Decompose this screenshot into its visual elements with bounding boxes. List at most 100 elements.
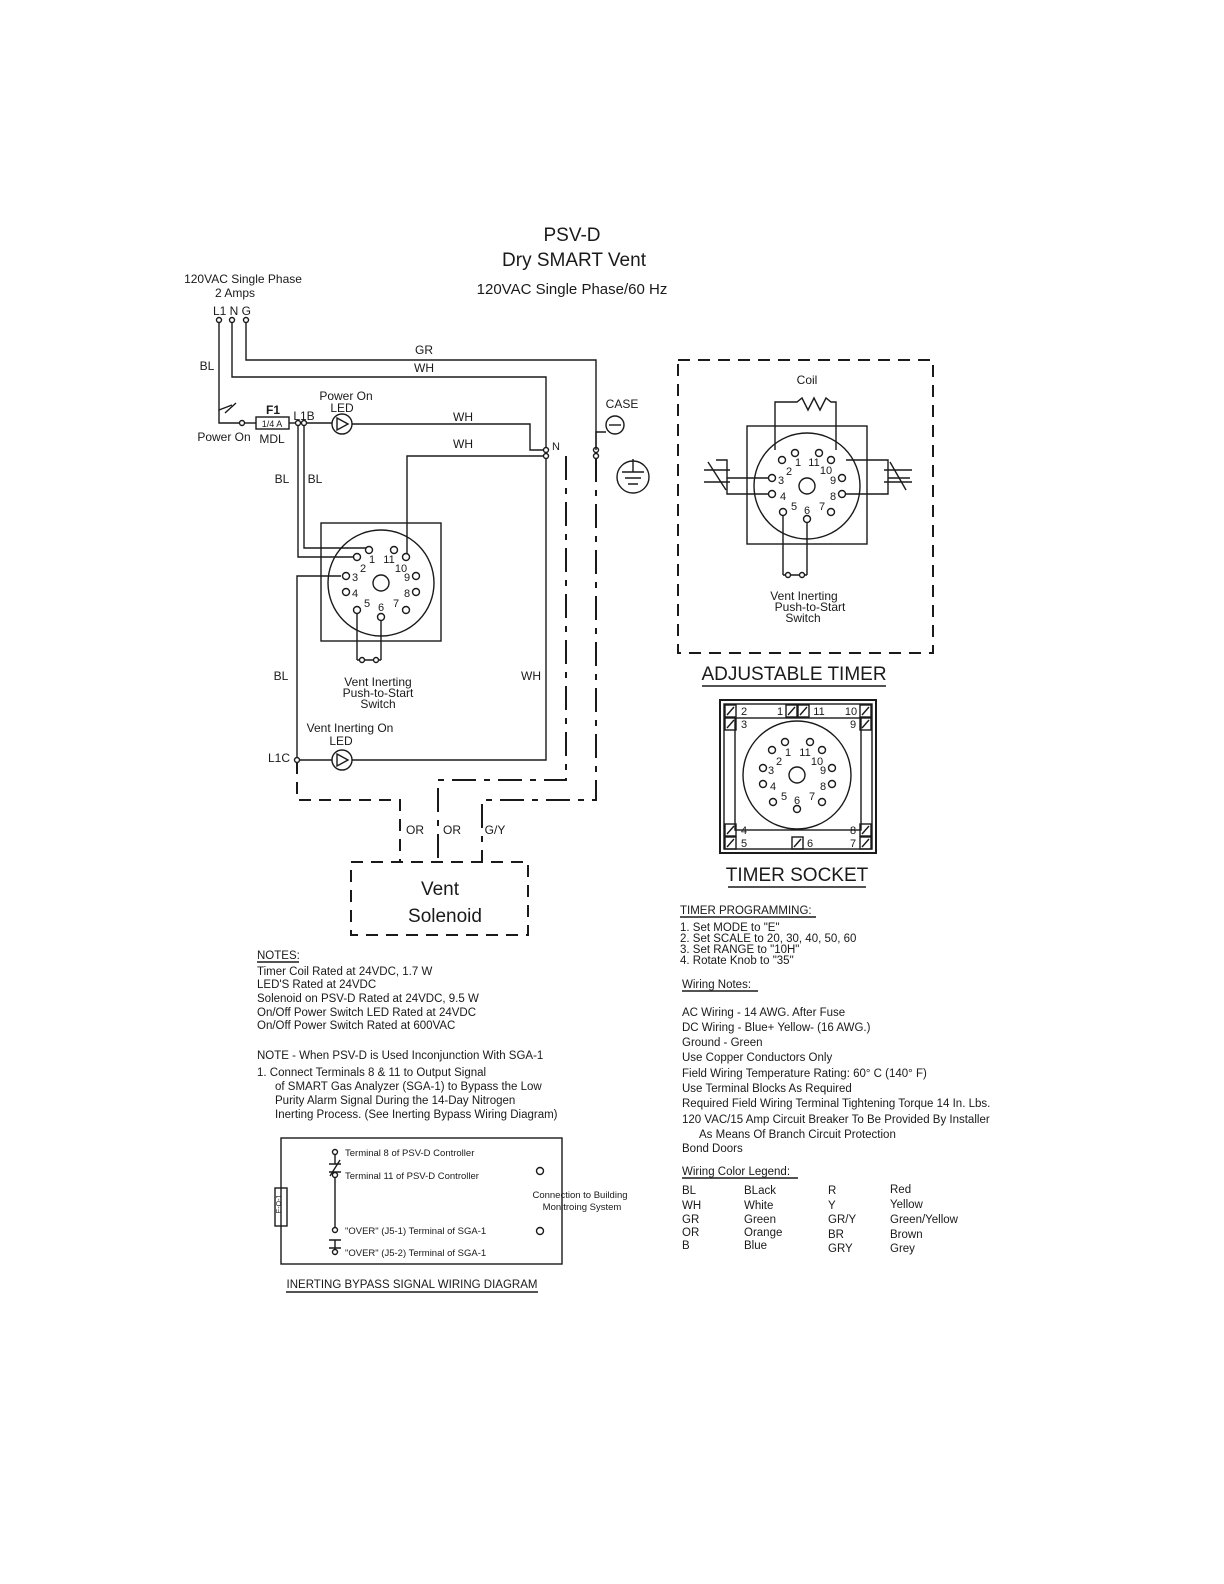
notes-line-5: On/Off Power Switch Rated at 600VAC — [257, 1020, 455, 1032]
supply-terminal-screws — [215, 316, 250, 324]
supply-line2: 2 Amps — [215, 286, 255, 300]
main-timer-t5: 5 — [364, 598, 370, 610]
adj-timer-t5: 5 — [791, 501, 797, 513]
notes: NOTES: Timer Coil Rated at 24VDC, 1.7 W … — [257, 950, 558, 1121]
main-timer-t1: 1 — [369, 554, 375, 566]
socket-label-7: 7 — [850, 838, 856, 850]
adj-timer-t10: 10 — [820, 465, 832, 477]
main-push-switch-label-2: Push-to-Start — [343, 686, 414, 700]
adj-timer-t7: 7 — [819, 501, 825, 513]
case-label: CASE — [606, 397, 639, 411]
supply-line1: 120VAC Single Phase — [184, 272, 302, 286]
legend-code-y: Y — [828, 1200, 836, 1212]
main-timer-t4: 4 — [352, 588, 358, 600]
socket-inner-t1: 1 — [785, 747, 791, 759]
wiring-notes: Wiring Notes: AC Wiring - 14 AWG. After … — [682, 979, 990, 1155]
legend-name-b: Blue — [744, 1240, 767, 1252]
wiring-note-10: Bond Doors — [682, 1143, 743, 1155]
socket-label-11: 11 — [813, 706, 824, 718]
wire-label-gy: G/Y — [485, 823, 506, 837]
timer-socket-heading: TIMER SOCKET — [726, 865, 869, 886]
wire-label-wh-3: WH — [453, 437, 473, 451]
main-push-switch-label-3: Switch — [360, 697, 395, 711]
timer-programming-heading: TIMER PROGRAMMING: — [680, 905, 812, 917]
socket-label-5: 5 — [741, 838, 747, 850]
legend-code-gry: GRY — [828, 1243, 853, 1255]
legend-code-br: BR — [828, 1229, 844, 1241]
legend-code-wh: WH — [682, 1200, 701, 1212]
sga-line-3: Purity Alarm Signal During the 14-Day Ni… — [275, 1095, 515, 1107]
main-timer-t10: 10 — [395, 563, 407, 575]
bypass-connection-1: Connection to Building — [532, 1190, 627, 1201]
sga-line-2: of SMART Gas Analyzer (SGA-1) to Bypass … — [275, 1081, 542, 1093]
socket-label-8: 8 — [850, 825, 856, 837]
timer-socket: 2 1 11 10 3 9 4 8 5 6 7 1 2 3 4 5 6 7 8 … — [719, 699, 877, 854]
notes-line-2: LED'S Rated at 24VDC — [257, 979, 376, 991]
wire-label-or-2: OR — [443, 823, 461, 837]
legend-name-or: Orange — [744, 1227, 782, 1239]
main-timer-t8: 8 — [404, 588, 410, 600]
wiring-note-6: Use Terminal Blocks As Required — [682, 1083, 852, 1095]
l1c-label: L1C — [268, 751, 290, 765]
solenoid-label-1: Vent — [421, 879, 460, 900]
title-line1: PSV-D — [543, 225, 600, 246]
adj-timer-t11: 11 — [808, 457, 819, 469]
legend-code-r: R — [828, 1185, 836, 1197]
timer-step-1: 1. Set MODE to "E" — [680, 922, 780, 934]
legend-code-gr: GR — [682, 1214, 699, 1226]
bypass-caption: INERTING BYPASS SIGNAL WIRING DIAGRAM — [287, 1279, 538, 1291]
legend-code-bl: BL — [682, 1185, 697, 1197]
timer-step-4: 4. Rotate Knob to "35" — [680, 955, 794, 967]
main-timer-t11: 11 — [383, 554, 394, 566]
legend-name-gr: Green — [744, 1214, 776, 1226]
mdl-label: MDL — [259, 432, 285, 446]
main-timer-t6: 6 — [378, 602, 384, 614]
adj-timer-t6: 6 — [804, 505, 810, 517]
inerting-bypass-diagram: E-O-1 Terminal 8 of PSV-D Controller Ter… — [274, 1137, 628, 1265]
socket-label-2: 2 — [741, 706, 747, 718]
socket-inner-t4: 4 — [770, 781, 776, 793]
n-label: N — [552, 441, 560, 453]
adj-timer-t8: 8 — [830, 491, 836, 503]
bypass-connection-2: Monitroing System — [543, 1202, 622, 1213]
main-timer: 1 2 3 4 5 6 7 8 9 10 11 — [320, 522, 442, 664]
notes-line-3: Solenoid on PSV-D Rated at 24VDC, 9.5 W — [257, 993, 479, 1005]
vent-inerting-led-label-2: LED — [329, 734, 353, 748]
adj-timer-t2: 2 — [786, 466, 792, 478]
legend-name-bl: BLack — [744, 1185, 776, 1197]
socket-label-3: 3 — [741, 719, 747, 731]
legend-name-wh: White — [744, 1200, 773, 1212]
bypass-over1: "OVER" (J5-1) Terminal of SGA-1 — [345, 1226, 486, 1237]
wiring-note-4: Use Copper Conductors Only — [682, 1052, 832, 1064]
socket-label-9: 9 — [850, 719, 856, 731]
legend-name-gry-y: Green/Yellow — [890, 1214, 959, 1226]
main-timer-t3: 3 — [352, 572, 358, 584]
adj-timer-t9: 9 — [830, 475, 836, 487]
socket-inner-t3: 3 — [768, 765, 774, 777]
adj-timer-t3: 3 — [778, 475, 784, 487]
legend-code-or: OR — [682, 1227, 699, 1239]
case-ground: CASE — [595, 397, 650, 494]
socket-inner-t11: 11 — [799, 747, 810, 759]
l1b-label: L1B — [293, 409, 314, 423]
adj-push-switch-label-1: Vent Inerting — [770, 589, 837, 603]
wire-label-bl-1: BL — [200, 359, 215, 373]
adjustable-timer-heading: ADJUSTABLE TIMER — [701, 664, 886, 685]
wire-label-bl-4: BL — [274, 669, 289, 683]
adj-push-switch-label-2: Push-to-Start — [775, 600, 846, 614]
notes-line-1: Timer Coil Rated at 24VDC, 1.7 W — [257, 966, 432, 978]
main-timer-t7: 7 — [393, 598, 399, 610]
wiring-note-2: DC Wiring - Blue+ Yellow- (16 AWG.) — [682, 1022, 871, 1034]
socket-inner-t9: 9 — [820, 765, 826, 777]
legend-code-b: B — [682, 1240, 690, 1252]
main-timer-t9: 9 — [404, 572, 410, 584]
fuse-rating-label: 1/4 A — [262, 419, 283, 429]
vent-solenoid: Vent Solenoid — [350, 861, 529, 936]
adj-timer-t1: 1 — [795, 457, 801, 469]
socket-label-1: 1 — [777, 706, 783, 718]
vent-inerting-led-label-1: Vent Inerting On — [307, 721, 394, 735]
socket-inner-t6: 6 — [794, 795, 800, 807]
timer-step-3: 3. Set RANGE to "10H" — [680, 944, 799, 956]
power-on-switch-label: Power On — [197, 430, 250, 444]
